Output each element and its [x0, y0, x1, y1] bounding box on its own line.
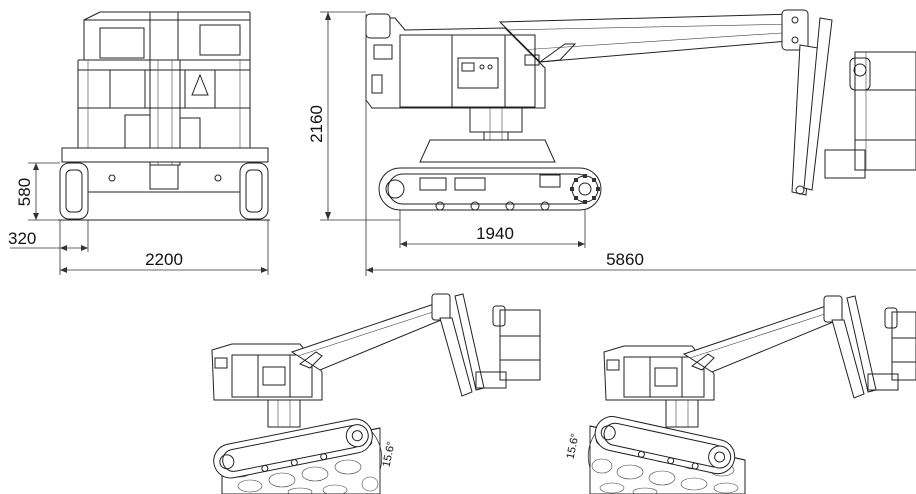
slope-angle-right: 15.6° [565, 433, 582, 461]
dim-track-length: 1940 [476, 224, 514, 243]
platform-basket-side [824, 51, 916, 179]
dim-track-width: 320 [8, 229, 36, 248]
side-view [365, 9, 916, 211]
dim-overall-width: 2200 [145, 250, 183, 269]
dimension-lines [10, 11, 916, 276]
slope-view-left [211, 293, 541, 494]
crawler-track-side [378, 167, 602, 211]
front-view [58, 11, 270, 221]
dim-track-height: 580 [15, 178, 34, 206]
slope-angle-left: 15.6° [381, 441, 398, 469]
slope-view-right [587, 295, 916, 494]
dim-overall-length: 5860 [606, 250, 644, 269]
dim-overall-height: 2160 [307, 105, 326, 143]
